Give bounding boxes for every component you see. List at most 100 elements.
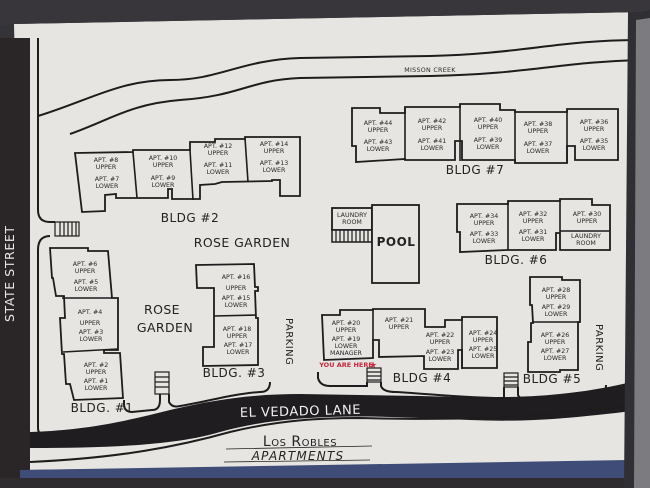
building-7-label: BLDG #7 <box>446 163 504 177</box>
building-6[interactable]: APT. #34 UPPER APT. #33 LOWER APT. #32 U… <box>456 198 611 267</box>
state-street-strip <box>0 38 30 478</box>
star-icon: ★ <box>369 361 377 371</box>
apt-33: APT. #33 <box>470 231 499 238</box>
building-4-label: BLDG #4 <box>393 371 451 385</box>
pool-label: POOL <box>377 235 416 249</box>
apt-1-level: LOWER <box>85 385 108 392</box>
building-4[interactable]: APT. #20 UPPER APT. #19 LOWER MANAGER AP… <box>321 308 498 385</box>
apt-7: APT. #7 <box>95 176 120 183</box>
road-edge <box>29 403 641 463</box>
apt-22: APT. #22 <box>426 332 455 339</box>
apt-35-level: LOWER <box>583 145 606 152</box>
property-title: Los Robles Apartments <box>223 434 373 463</box>
apt-23-level: LOWER <box>429 356 452 363</box>
rose-garden-label: ROSE GARDEN <box>194 235 291 250</box>
apt-39: APT. #39 <box>474 137 503 144</box>
apt-11: APT. #11 <box>204 162 233 169</box>
apt-18: APT. #18 <box>223 326 252 333</box>
apt-20-level: UPPER <box>336 327 357 334</box>
apt-31: APT. #31 <box>519 229 548 236</box>
right-frame-edge <box>634 18 650 488</box>
apt-33-level: LOWER <box>473 238 496 245</box>
apt-3-level: LOWER <box>80 336 103 343</box>
apt-44: APT. #44 <box>364 120 393 127</box>
stairs-icon <box>54 221 80 237</box>
parking-right-label: PARKING <box>593 324 604 371</box>
apt-5-level: LOWER <box>75 286 98 293</box>
apt-42-level: UPPER <box>422 125 443 132</box>
apt-41-level: LOWER <box>421 145 444 152</box>
apt-2-level: UPPER <box>86 369 107 376</box>
apt-14: APT. #14 <box>260 141 289 148</box>
apt-5: APT. #5 <box>74 279 99 286</box>
you-are-here-label: YOU ARE HERE <box>318 361 373 369</box>
apt-40-level: UPPER <box>478 124 499 131</box>
apt-7-level: LOWER <box>96 183 119 190</box>
apt-25-level: LOWER <box>472 353 495 360</box>
building-5[interactable]: APT. #28 UPPER APT. #29 LOWER APT. #26 U… <box>523 276 581 386</box>
parking-center-label: PARKING <box>283 318 294 365</box>
apt-24: APT. #24 <box>469 330 498 337</box>
laundry-room-2-label: ROOM <box>576 240 596 247</box>
apt-12: APT. #12 <box>204 143 233 150</box>
pool-area[interactable]: LAUNDRY ROOM POOL <box>331 204 420 284</box>
apt-6: APT. #6 <box>73 261 98 268</box>
left-boundary <box>37 38 55 223</box>
apt-9: APT. #9 <box>151 175 176 182</box>
apt-26-level: UPPER <box>545 339 566 346</box>
title-line-1: Los Robles <box>263 434 337 450</box>
curb-3 <box>168 381 271 408</box>
apt-9-level: LOWER <box>152 182 175 189</box>
apt-16-level: UPPER <box>226 285 247 292</box>
apt-18-level: UPPER <box>227 333 248 340</box>
apt-37-level: LOWER <box>527 148 550 155</box>
building-2[interactable]: APT. #8 UPPER APT. #7 LOWER APT. #10 UPP… <box>73 136 301 225</box>
apt-10-level: UPPER <box>153 162 174 169</box>
apt-15-level: LOWER <box>225 302 248 309</box>
apt-21-level: UPPER <box>389 324 410 331</box>
you-are-here-marker: YOU ARE HERE ★ <box>318 361 377 371</box>
apt-6-level: UPPER <box>75 268 96 275</box>
apt-10: APT. #10 <box>149 155 178 162</box>
apt-41: APT. #41 <box>418 138 447 145</box>
building-1-label: BLDG. #1 <box>71 401 134 415</box>
apt-28-level: UPPER <box>546 294 567 301</box>
apt-23: APT. #23 <box>426 349 455 356</box>
apt-16: APT. #16 <box>222 274 251 281</box>
apt-26: APT. #26 <box>541 332 570 339</box>
apt-32-level: UPPER <box>523 218 544 225</box>
stairs-icon <box>366 367 382 383</box>
rose-garden-left-label-1: ROSE <box>144 302 180 317</box>
apt-32: APT. #32 <box>519 211 548 218</box>
apt-37: APT. #37 <box>524 141 553 148</box>
rose-garden-left-label-2: GARDEN <box>137 320 193 335</box>
apt-14-level: UPPER <box>264 148 285 155</box>
apt-42: APT. #42 <box>418 118 447 125</box>
apt-43: APT. #43 <box>364 139 393 146</box>
apt-17: APT. #17 <box>224 342 253 349</box>
apt-29-level: LOWER <box>545 311 568 318</box>
building-3-label: BLDG. #3 <box>203 366 266 380</box>
laundry-label-2: ROOM <box>342 219 362 226</box>
apt-28: APT. #28 <box>542 287 571 294</box>
stairs-icon <box>154 371 170 395</box>
apt-13-level: LOWER <box>263 167 286 174</box>
apt-19-level: LOWER <box>335 343 358 350</box>
apt-17-level: LOWER <box>227 349 250 356</box>
apt-29: APT. #29 <box>542 304 571 311</box>
apt-38: APT. #38 <box>524 121 553 128</box>
apt-13: APT. #13 <box>260 160 289 167</box>
building-3[interactable]: APT. #16 UPPER APT. #15 LOWER APT. #18 U… <box>195 263 266 380</box>
building-7[interactable]: APT. #44 UPPER APT. #43 LOWER APT. #42 U… <box>351 103 619 177</box>
apt-31-level: LOWER <box>522 236 545 243</box>
apt-34-level: UPPER <box>474 220 495 227</box>
apt-11-level: LOWER <box>207 169 230 176</box>
creek-label: MISSON CREEK <box>404 67 456 74</box>
building-1[interactable]: APT. #6 UPPER APT. #5 LOWER APT. #4 UPPE… <box>49 247 134 415</box>
apt-24-level: UPPER <box>473 337 494 344</box>
title-line-2: Apartments <box>251 449 345 463</box>
bottom-frame <box>0 478 650 488</box>
creek-south-bank <box>69 59 641 135</box>
apt-36: APT. #36 <box>580 119 609 126</box>
